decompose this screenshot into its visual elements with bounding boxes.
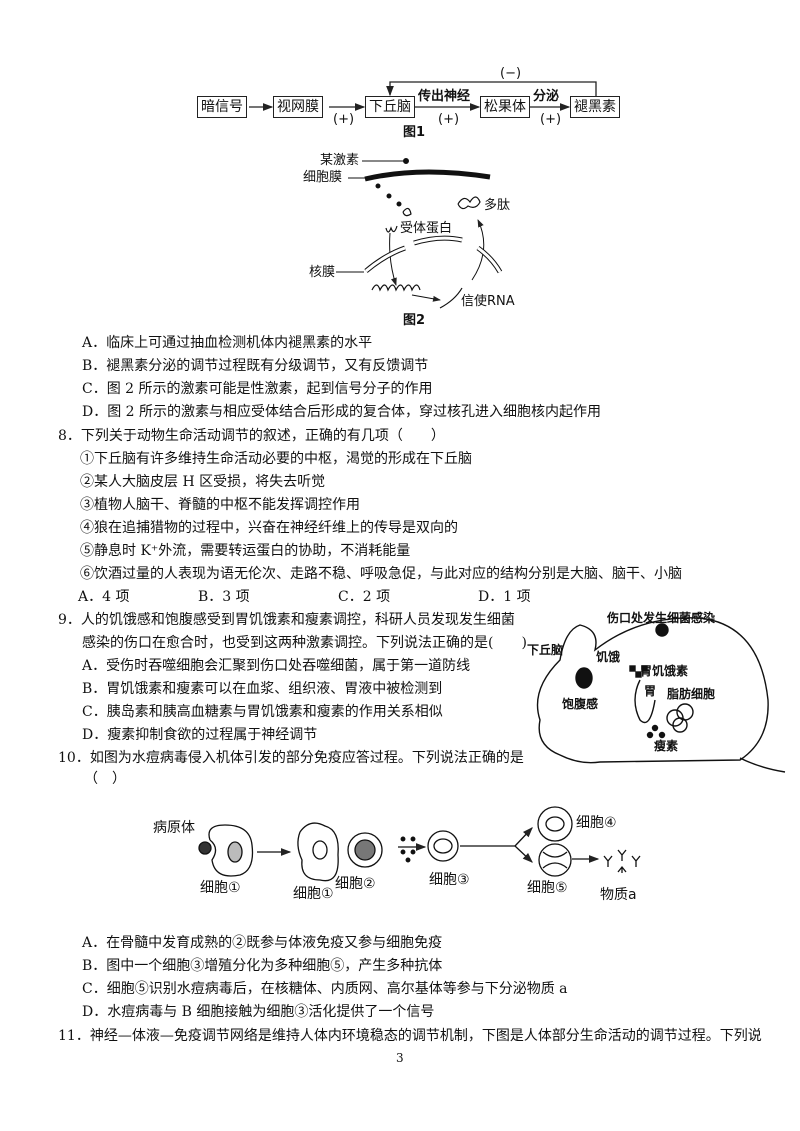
q10-stem: 10．如图为水痘病毒侵入机体引发的部分免疫应答过程。下列说法正确的是 (58, 750, 524, 766)
immune-label: 细胞② (335, 876, 376, 892)
q7-option-d: D．图 2 所示的激素与相应受体结合后形成的复合体，穿过核孔进入细胞核内起作用 (82, 404, 602, 420)
fig1-label: (+) (438, 112, 460, 127)
immune-label: 物质a (600, 887, 637, 903)
mouse-label: 饱腹感 (562, 697, 599, 711)
fig1-label: 传出神经 (418, 89, 471, 104)
mouse-label: 饥饿 (596, 650, 621, 664)
fig1-label: (+) (540, 112, 562, 127)
fig1-box-retina: 视网膜 (273, 96, 323, 118)
page-number: 3 (396, 1051, 404, 1065)
fig2-caption: 图2 (403, 313, 426, 328)
q8-option-d: D．1 项 (478, 589, 531, 605)
q10-option-d: D．水痘病毒与 B 细胞接触为细胞③活化提供了一个信号 (82, 1004, 435, 1020)
mouse-label: 瘦素 (654, 739, 679, 753)
fig1-box-dark-signal: 暗信号 (197, 96, 247, 118)
q8-item: ④狼在追捕猎物的过程中，兴奋在神经纤维上的传导是双向的 (80, 520, 458, 536)
q10-option-a: A．在骨髓中发育成熟的②既参与体液免疫又参与细胞免疫 (82, 935, 443, 951)
q10-answer-blank: （ ） (84, 771, 126, 787)
fig2-label: 细胞膜 (303, 170, 343, 185)
q8-item: ⑥饮酒过量的人表现为语无伦次、走路不稳、呼吸急促，与此对应的结构分别是大脑、脑干… (80, 566, 682, 582)
q8-item: ②某人大脑皮层 H 区受损，将失去听觉 (80, 474, 326, 490)
q9-option-c: C．胰岛素和胰高血糖素与胃饥饿素和瘦素的作用关系相似 (82, 704, 443, 720)
q8-option-c: C．2 项 (338, 589, 391, 605)
fig2-label: 核膜 (309, 265, 336, 280)
q8-item: ①下丘脑有许多维持生命活动必要的中枢，渴觉的形成在下丘脑 (80, 451, 472, 467)
immune-figure (198, 806, 641, 882)
q7-option-c: C．图 2 所示的激素可能是性激素，起到信号分子的作用 (82, 381, 433, 397)
fig1-caption: 图1 (403, 125, 426, 140)
mouse-figure (536, 617, 786, 773)
fig2-label: 受体蛋白 (400, 221, 453, 236)
mouse-label: 胃 (644, 684, 657, 698)
q8-stem: 8．下列关于动物生命活动调节的叙述，正确的有几项（ ） (58, 428, 445, 444)
mouse-label: 伤口处发生细菌感染 (607, 611, 716, 625)
immune-label: 细胞④ (576, 815, 617, 831)
immune-label: 细胞③ (429, 872, 470, 888)
q10-option-c: C．细胞⑤识别水痘病毒后，在核糖体、内质网、高尔基体等参与下分泌物质 a (82, 981, 568, 997)
fig1-feedback-label: (−) (500, 66, 522, 81)
mouse-label: 脂肪细胞 (667, 687, 716, 701)
q9-stem-cont: 感染的伤口在愈合时，也受到这两种激素调控。下列说法正确的是( ) (82, 635, 527, 651)
fig2-label: 多肽 (484, 198, 511, 213)
q11-stem: 11．神经—体液—免疫调节网络是维持人体内环境稳态的调节机制，下图是人体部分生命… (58, 1028, 762, 1044)
q10-option-b: B．图中一个细胞③增殖分化为多种细胞⑤，产生多种抗体 (82, 958, 443, 974)
immune-label: 细胞① (293, 886, 334, 902)
q8-item: ⑤静息时 K⁺外流，需要转运蛋白的协助，不消耗能量 (80, 543, 411, 559)
fig1-box-melatonin: 褪黑素 (570, 96, 620, 118)
fig1-label: 分泌 (533, 89, 560, 104)
mouse-label: 胃饥饿素 (640, 664, 689, 678)
immune-label: 病原体 (153, 820, 195, 836)
fig1-label: (+) (333, 112, 355, 127)
fig1-box-pineal: 松果体 (480, 96, 530, 118)
fig2-drawing (336, 158, 503, 309)
fig2-label: 信使RNA (461, 294, 515, 309)
q8-option-a: A．4 项 (78, 589, 130, 605)
immune-label: 细胞① (200, 880, 241, 896)
fig2-label: 某激素 (320, 153, 360, 168)
q8-item: ③植物人脑干、脊髓的中枢不能发挥调控作用 (80, 497, 360, 513)
q8-option-b: B．3 项 (198, 589, 250, 605)
q9-option-a: A．受伤时吞噬细胞会汇聚到伤口处吞噬细菌，属于第一道防线 (82, 658, 471, 674)
q9-option-b: B．胃饥饿素和瘦素可以在血浆、组织液、胃液中被检测到 (82, 681, 443, 697)
fig1-arrows (249, 81, 597, 111)
q9-stem: 9．人的饥饿感和饱腹感受到胃饥饿素和瘦素调控，科研人员发现发生细菌 (58, 612, 515, 628)
q9-option-d: D．瘦素抑制食欲的过程属于神经调节 (82, 727, 318, 743)
q7-option-b: B．褪黑素分泌的调节过程既有分级调节，又有反馈调节 (82, 358, 429, 374)
immune-label: 细胞⑤ (527, 880, 568, 896)
mouse-label: 下丘脑 (527, 643, 564, 657)
fig1-box-hypothalamus: 下丘脑 (365, 96, 415, 118)
q7-option-a: A．临床上可通过抽血检测机体内褪黑素的水平 (82, 335, 373, 351)
